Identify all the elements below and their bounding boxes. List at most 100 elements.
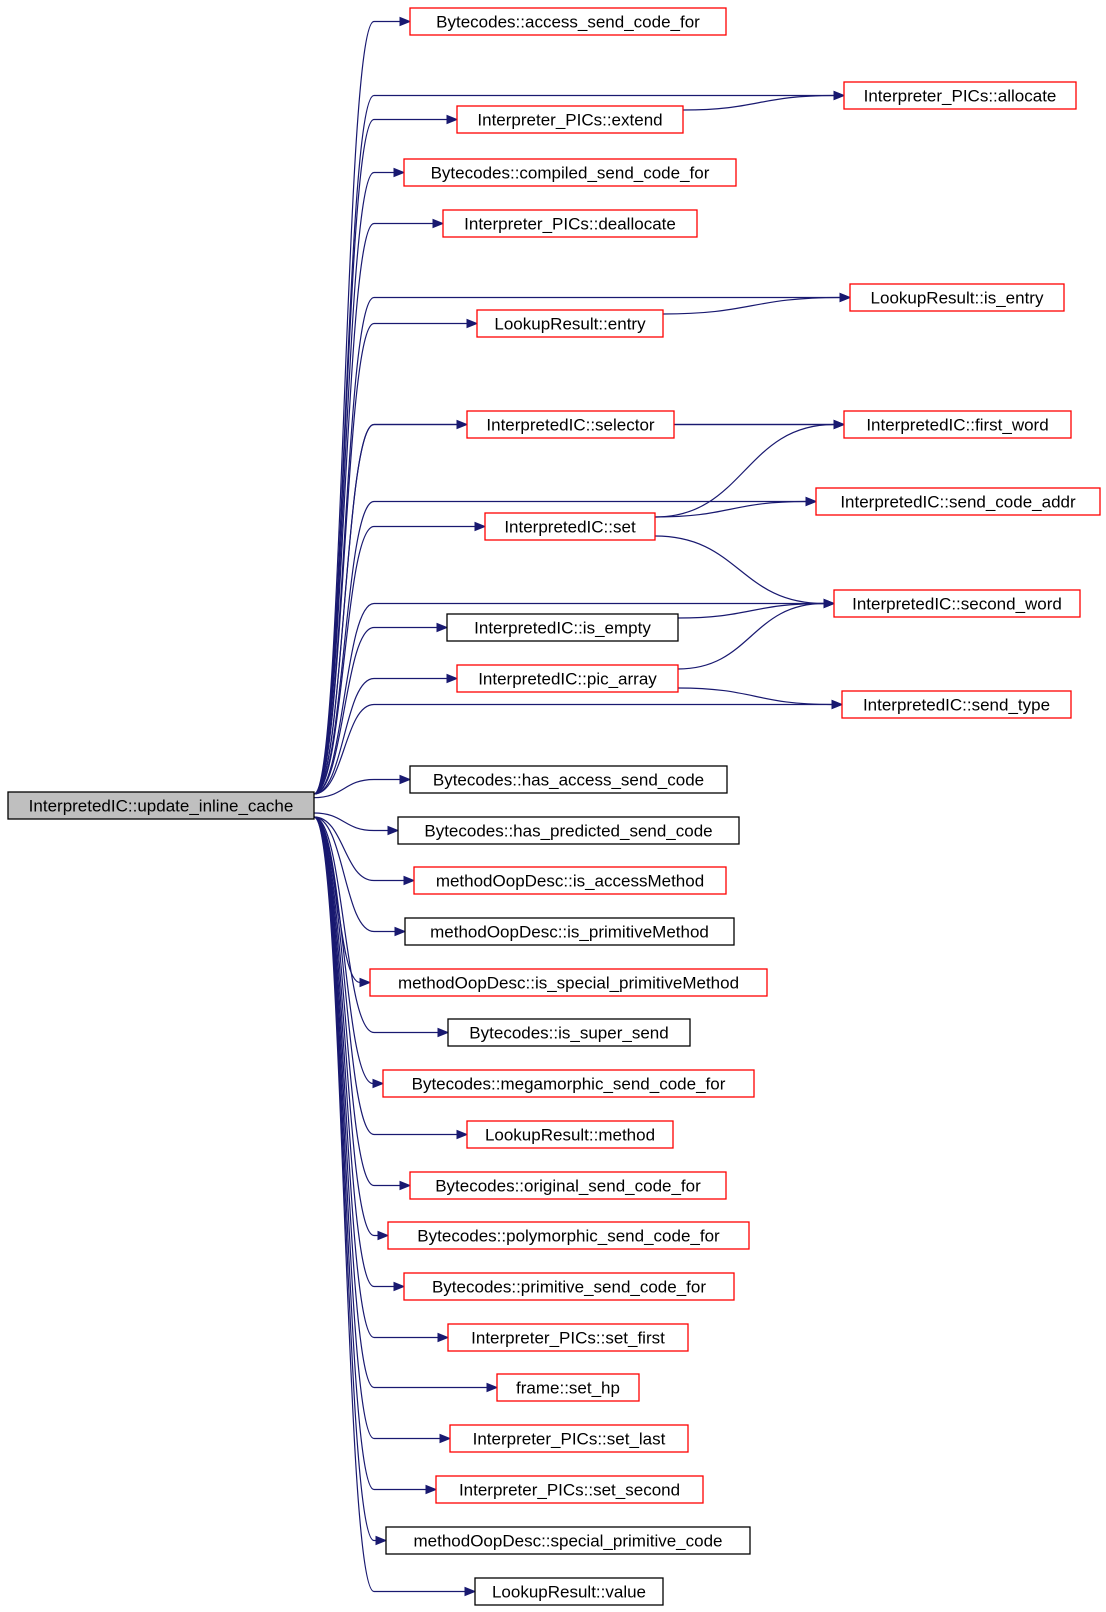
node-label: InterpretedIC::selector <box>486 416 655 435</box>
node-label: LookupResult::method <box>485 1126 655 1145</box>
node-label: frame::set_hp <box>516 1379 620 1398</box>
node-label: LookupResult::is_entry <box>871 289 1044 308</box>
node-label: methodOopDesc::is_primitiveMethod <box>430 923 709 942</box>
node-frame-set-hp[interactable]: frame::set_hp <box>496 1373 640 1402</box>
node-label: Interpreter_PICs::deallocate <box>464 215 676 234</box>
edge-interpretedic-update-inline-cache-to-bytecodes-has-access-send-code <box>313 774 412 799</box>
edge-line <box>313 602 824 795</box>
edge-line <box>662 296 841 315</box>
edge-lookupresult-entry-to-lookupresult-is-entry <box>662 292 852 315</box>
node-box <box>413 866 727 895</box>
edge-line <box>677 602 825 670</box>
node-box <box>403 1272 735 1301</box>
edge-interpretedic-pic-array-to-interpretedic-send-type <box>677 687 844 710</box>
node-interpretedic-update-inline-cache[interactable]: InterpretedIC::update_inline_cache <box>7 791 315 820</box>
edge-interpretedic-update-inline-cache-to-interpretedic-pic-array <box>313 673 459 795</box>
node-interpreter-pics-set-second[interactable]: Interpreter_PICs::set_second <box>435 1475 704 1504</box>
node-bytecodes-is-super-send[interactable]: Bytecodes::is_super_send <box>447 1018 691 1047</box>
node-bytecodes-has-predicted-send-code[interactable]: Bytecodes::has_predicted_send_code <box>397 816 740 845</box>
node-box <box>409 7 727 36</box>
node-interpretedic-first-word[interactable]: InterpretedIC::first_word <box>843 410 1072 439</box>
node-lookupresult-is-entry[interactable]: LookupResult::is_entry <box>849 283 1065 312</box>
edge-arrowhead <box>377 1230 390 1241</box>
node-methodoopdesc-is-primitivemethod[interactable]: methodOopDesc::is_primitiveMethod <box>404 917 735 946</box>
node-interpretedic-is-empty[interactable]: InterpretedIC::is_empty <box>446 613 679 642</box>
node-bytecodes-original-send-code-for[interactable]: Bytecodes::original_send_code_for <box>409 1171 727 1200</box>
edge-line <box>313 812 388 832</box>
edge-interpretedic-update-inline-cache-to-bytecodes-access-send-code-for <box>313 16 412 795</box>
node-box <box>474 1577 664 1606</box>
node-label: InterpretedIC::send_code_addr <box>840 493 1076 512</box>
node-label: Bytecodes::is_super_send <box>469 1024 668 1043</box>
edge-line <box>313 500 806 795</box>
node-interpreter-pics-deallocate[interactable]: Interpreter_PICs::deallocate <box>442 209 698 238</box>
node-lookupresult-method[interactable]: LookupResult::method <box>466 1120 674 1149</box>
edge-arrowhead <box>474 521 487 532</box>
node-label: InterpretedIC::first_word <box>866 416 1048 435</box>
edge-line <box>313 322 467 795</box>
edge-arrowhead <box>359 977 372 988</box>
node-box <box>409 765 728 794</box>
node-box <box>397 816 740 845</box>
edge-arrowhead <box>456 419 469 430</box>
node-interpreter-pics-extend[interactable]: Interpreter_PICs::extend <box>456 105 684 134</box>
node-box <box>447 1018 691 1047</box>
node-interpretedic-pic-array[interactable]: InterpretedIC::pic_array <box>456 664 679 693</box>
edge-interpretedic-update-inline-cache-to-methodoopdesc-is-primitivemethod <box>313 816 407 937</box>
node-bytecodes-megamorphic-send-code-for[interactable]: Bytecodes::megamorphic_send_code_for <box>382 1069 755 1098</box>
edge-arrowhead <box>464 1586 477 1597</box>
edge-line <box>313 816 378 1237</box>
node-label: LookupResult::value <box>492 1583 646 1602</box>
node-box <box>849 283 1065 312</box>
node-methodoopdesc-special-primitive-code[interactable]: methodOopDesc::special_primitive_code <box>385 1526 751 1555</box>
edge-interpretedic-update-inline-cache-to-bytecodes-compiled-send-code-for <box>313 167 406 795</box>
node-bytecodes-polymorphic-send-code-for[interactable]: Bytecodes::polymorphic_send_code_for <box>387 1221 750 1250</box>
node-box <box>403 158 737 187</box>
node-lookupresult-value[interactable]: LookupResult::value <box>474 1577 664 1606</box>
edge-arrowhead <box>437 1332 450 1343</box>
node-bytecodes-primitive-send-code-for[interactable]: Bytecodes::primitive_send_code_for <box>403 1272 735 1301</box>
edge-interpretedic-set-to-interpretedic-second-word <box>654 535 836 609</box>
edge-arrowhead <box>437 1027 450 1038</box>
node-box <box>815 487 1101 516</box>
edge-arrowhead <box>375 1535 388 1546</box>
node-methodoopdesc-is-accessmethod[interactable]: methodOopDesc::is_accessMethod <box>413 866 727 895</box>
node-box <box>385 1526 751 1555</box>
node-interpretedic-selector[interactable]: InterpretedIC::selector <box>466 410 675 439</box>
node-box <box>496 1373 640 1402</box>
node-box <box>833 589 1081 618</box>
node-lookupresult-entry[interactable]: LookupResult::entry <box>476 309 664 338</box>
call-edges <box>313 16 852 1597</box>
edge-line <box>313 703 832 795</box>
edge-arrowhead <box>456 1129 469 1140</box>
edge-arrowhead <box>805 496 818 507</box>
node-box <box>409 1171 727 1200</box>
node-interpretedic-send-code-addr[interactable]: InterpretedIC::send_code_addr <box>815 487 1101 516</box>
edge-arrowhead <box>387 825 400 836</box>
edge-line <box>677 602 825 619</box>
node-interpreter-pics-set-first[interactable]: Interpreter_PICs::set_first <box>447 1323 689 1352</box>
node-interpretedic-send-type[interactable]: InterpretedIC::send_type <box>841 690 1072 719</box>
node-label: methodOopDesc::is_special_primitiveMetho… <box>398 974 739 993</box>
edge-line <box>313 778 400 799</box>
node-bytecodes-compiled-send-code-for[interactable]: Bytecodes::compiled_send_code_for <box>403 158 737 187</box>
node-box <box>456 664 679 693</box>
node-bytecodes-has-access-send-code[interactable]: Bytecodes::has_access_send_code <box>409 765 728 794</box>
node-interpretedic-second-word[interactable]: InterpretedIC::second_word <box>833 589 1081 618</box>
edge-interpretedic-update-inline-cache-to-bytecodes-polymorphic-send-code-for <box>313 816 390 1241</box>
node-interpreter-pics-set-last[interactable]: Interpreter_PICs::set_last <box>449 1424 689 1453</box>
edge-line <box>313 525 475 795</box>
node-interpreter-pics-allocate[interactable]: Interpreter_PICs::allocate <box>843 81 1077 110</box>
node-methodoopdesc-is-special-primitivemethod[interactable]: methodOopDesc::is_special_primitiveMetho… <box>369 968 768 997</box>
edge-interpretedic-update-inline-cache-to-interpretedic-set <box>313 521 487 795</box>
edge-interpretedic-selector-to-interpretedic-first-word <box>673 419 846 430</box>
edge-line <box>313 816 438 1034</box>
edge-line <box>313 20 400 795</box>
edge-arrowhead <box>393 167 406 178</box>
edge-interpretedic-update-inline-cache-to-bytecodes-is-super-send <box>313 816 450 1038</box>
node-bytecodes-access-send-code-for[interactable]: Bytecodes::access_send_code_for <box>409 7 727 36</box>
node-interpretedic-set[interactable]: InterpretedIC::set <box>484 512 656 541</box>
edge-arrowhead <box>403 875 416 886</box>
edge-arrowhead <box>399 16 412 27</box>
edge-arrowhead <box>466 318 479 329</box>
